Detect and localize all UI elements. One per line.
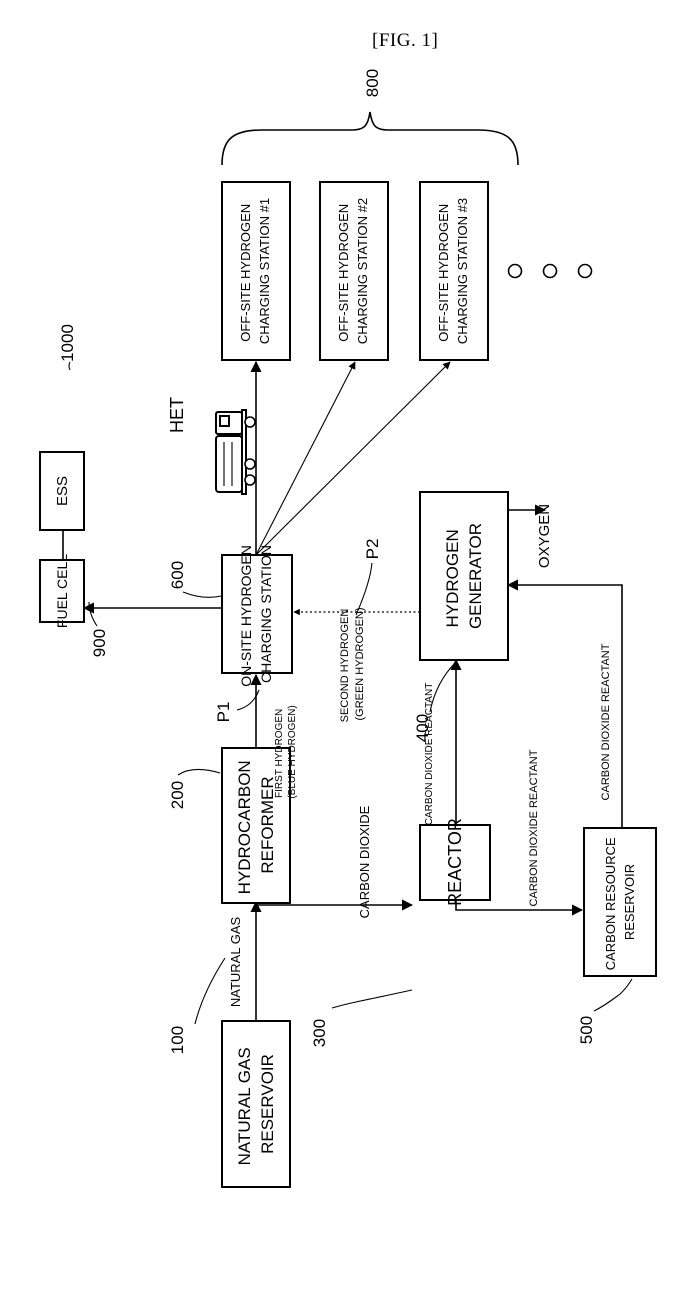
ref-300: 300 (310, 1019, 329, 1047)
off-site-station-1-box (222, 182, 290, 360)
ref-200: 200 (168, 781, 187, 809)
co2-reactant-to-generator-label: CARBON DIOXIDE REACTANT (424, 683, 435, 826)
off-site-station-2-box (320, 182, 388, 360)
leader-p2 (356, 563, 372, 615)
ellipsis-dot (579, 265, 592, 278)
leader-200 (178, 769, 220, 775)
leader-1000 (69, 362, 70, 370)
co2-reactant-from-storage-label: CARBON DIOXIDE REACTANT (600, 643, 612, 800)
off-site-station-3-box (420, 182, 488, 360)
oxygen-flow-label: OXYGEN (536, 504, 553, 568)
leader-600 (183, 592, 221, 597)
natural-gas-reservoir-box (222, 1021, 290, 1187)
co2-reactant-to-storage-label: CARBON DIOXIDE REACTANT (528, 749, 540, 906)
path-label-p1: P1 (214, 702, 233, 723)
natural-gas-flow-label: NATURAL GAS (228, 917, 243, 1008)
on-site-station-box (222, 555, 292, 673)
path-label-het: HET (167, 397, 187, 433)
leader-900 (89, 602, 97, 626)
path-label-p2: P2 (363, 539, 382, 560)
arrow-to-off-site-2 (256, 362, 355, 555)
ref-800: 800 (363, 69, 382, 97)
leader-500 (594, 979, 632, 1011)
leader-300 (332, 990, 412, 1008)
fuel-cell-label: FUEL CELL (54, 554, 70, 628)
hydrogen-generator-box (420, 492, 508, 660)
ref-100: 100 (168, 1026, 187, 1054)
leader-100 (195, 958, 225, 1024)
ref-600: 600 (168, 561, 187, 589)
more-stations-ellipsis (509, 265, 592, 278)
group-brace-800 (222, 112, 518, 165)
ellipsis-dot (544, 265, 557, 278)
carbon-dioxide-flow-label: CARBON DIOXIDE (357, 805, 372, 918)
ref-1000: 1000 (58, 324, 77, 362)
ellipsis-dot (509, 265, 522, 278)
ref-900: 900 (90, 629, 109, 657)
ref-400: 400 (413, 714, 432, 742)
second-hydrogen-flow-label: SECOND HYDROGEN (GREEN HYDROGEN) (339, 606, 366, 723)
ess-label: ESS (54, 476, 71, 506)
ref-500: 500 (577, 1016, 596, 1044)
truck-icon (216, 410, 255, 494)
arrow-reactant-to-storage (456, 900, 582, 910)
carbon-resource-reservoir-box (584, 828, 656, 976)
reactor-label: REACTOR (445, 818, 465, 906)
